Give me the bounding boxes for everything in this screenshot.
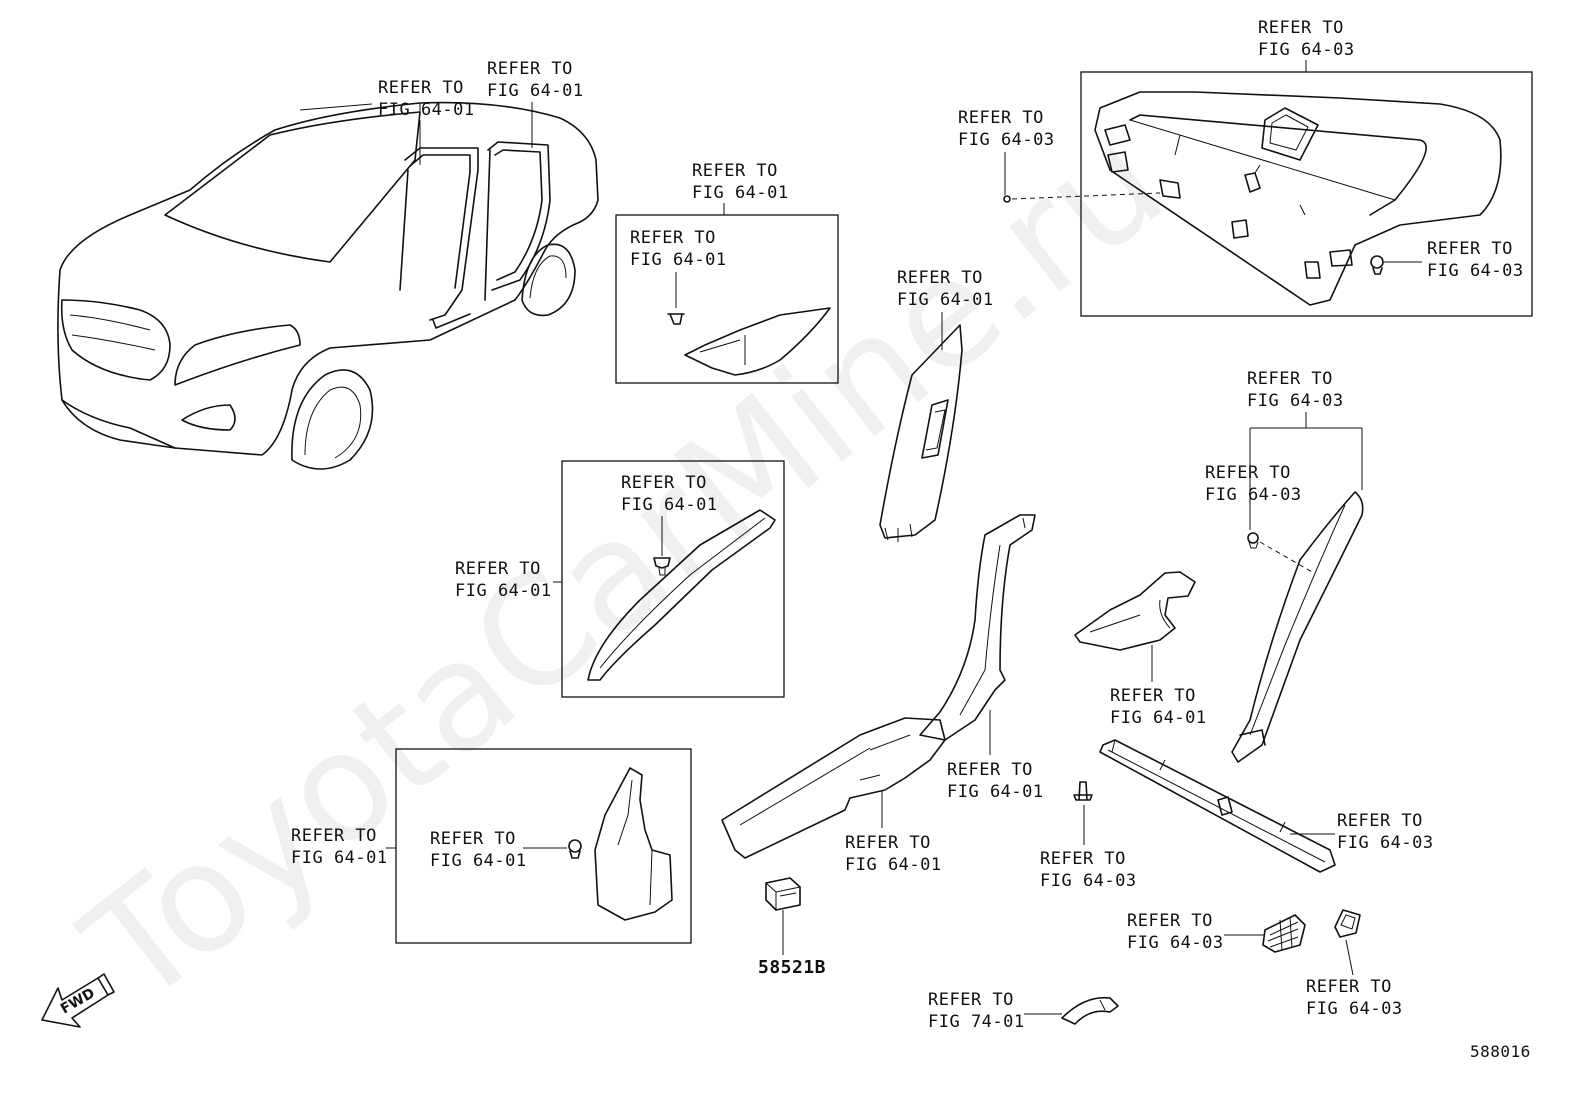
label-prefix: REFER TO <box>630 228 716 248</box>
label-car-a: REFER TO FIG 64-01 <box>378 78 475 120</box>
label-fig: FIG 64-03 <box>958 130 1055 150</box>
label-prefix: REFER TO <box>897 268 983 288</box>
label-front-scuff: REFER TO FIG 64-01 <box>845 833 942 875</box>
label-box2-in: REFER TO FIG 64-01 <box>621 473 718 515</box>
label-fig: FIG 64-01 <box>897 290 994 310</box>
label-prefix: REFER TO <box>947 760 1033 780</box>
detail-box-2 <box>561 460 785 698</box>
cowl-side-trim <box>594 767 673 921</box>
label-quarter-upper: REFER TO FIG 64-01 <box>1110 686 1207 728</box>
label-prefix: REFER TO <box>291 826 377 846</box>
c-pillar-garnish <box>1231 491 1364 763</box>
label-prefix: REFER TO <box>487 59 573 79</box>
label-box1-top: REFER TO FIG 64-01 <box>692 161 789 203</box>
label-box1-in: REFER TO FIG 64-01 <box>630 228 727 270</box>
part-58521b-clip <box>765 877 801 911</box>
label-bpillar-upper: REFER TO FIG 64-01 <box>897 268 994 310</box>
label-fig: FIG 64-01 <box>947 782 1044 802</box>
b-pillar-upper-garnish <box>879 324 963 542</box>
label-prefix: REFER TO <box>1247 369 1333 389</box>
label-fig: FIG 64-01 <box>692 183 789 203</box>
label-box2-left: REFER TO FIG 64-01 <box>455 559 552 601</box>
quarter-trim <box>1074 571 1196 651</box>
label-shelf-right: REFER TO FIG 64-03 <box>1427 239 1524 281</box>
label-grip: REFER TO FIG 74-01 <box>928 990 1025 1032</box>
label-fig: FIG 64-01 <box>487 81 584 101</box>
fwd-arrow-icon: FWD <box>41 973 115 1028</box>
label-prefix: REFER TO <box>1127 911 1213 931</box>
clip-2 <box>653 557 671 576</box>
label-shelf-left: REFER TO FIG 64-03 <box>958 108 1055 150</box>
label-prefix: REFER TO <box>378 78 464 98</box>
vent-grille-b <box>1334 909 1361 938</box>
label-cpillar-top: REFER TO FIG 64-03 <box>1247 369 1344 411</box>
garnish-part <box>684 307 831 376</box>
label-fig: FIG 64-03 <box>1205 485 1302 505</box>
label-fig: FIG 64-03 <box>1258 40 1355 60</box>
label-fig: FIG 64-03 <box>1306 999 1403 1019</box>
label-fig: FIG 64-01 <box>845 855 942 875</box>
detail-box-shelf <box>1080 71 1533 317</box>
label-rear-clip: REFER TO FIG 64-03 <box>1040 849 1137 891</box>
rear-scuff-plate <box>1099 739 1336 873</box>
label-prefix: REFER TO <box>845 833 931 853</box>
label-prefix: REFER TO <box>1258 18 1344 38</box>
label-fig: FIG 64-03 <box>1247 391 1344 411</box>
label-prefix: REFER TO <box>958 108 1044 128</box>
assist-grip <box>1061 996 1119 1025</box>
front-scuff-plate <box>721 717 946 859</box>
part-number: 58521B <box>758 957 826 978</box>
label-car-b: REFER TO FIG 64-01 <box>487 59 584 101</box>
label-prefix: REFER TO <box>1110 686 1196 706</box>
label-vent-b: REFER TO FIG 64-03 <box>1306 977 1403 1019</box>
label-fig: FIG 64-03 <box>1127 933 1224 953</box>
label-prefix: REFER TO <box>1205 463 1291 483</box>
label-rear-scuff: REFER TO FIG 64-03 <box>1337 811 1434 853</box>
b-pillar-lower-garnish <box>919 514 1036 741</box>
label-fig: FIG 64-01 <box>1110 708 1207 728</box>
label-cpillar-clip: REFER TO FIG 64-03 <box>1205 463 1302 505</box>
label-box3-left: REFER TO FIG 64-01 <box>291 826 388 868</box>
label-fig: FIG 64-01 <box>630 250 727 270</box>
label-fig: FIG 64-03 <box>1427 261 1524 281</box>
car-illustration <box>57 101 599 470</box>
label-prefix: REFER TO <box>455 559 541 579</box>
label-prefix: REFER TO <box>928 990 1014 1010</box>
figure-code: 588016 <box>1470 1042 1531 1061</box>
label-shelf-top: REFER TO FIG 64-03 <box>1258 18 1355 60</box>
clip-1 <box>667 313 685 325</box>
clip-rear <box>1073 781 1093 801</box>
label-bpillar-lower: REFER TO FIG 64-01 <box>947 760 1044 802</box>
clip-3 <box>568 839 582 859</box>
label-prefix: REFER TO <box>430 829 516 849</box>
clip-cpillar <box>1247 532 1259 549</box>
clip-shelf-left <box>1003 195 1011 203</box>
detail-box-1 <box>615 214 839 384</box>
label-prefix: REFER TO <box>692 161 778 181</box>
watermark: ToyotaCarMine.ru <box>54 94 1195 1038</box>
label-prefix: REFER TO <box>1337 811 1423 831</box>
label-prefix: REFER TO <box>1427 239 1513 259</box>
label-fig: FIG 64-01 <box>430 851 527 871</box>
label-fig: FIG 64-03 <box>1040 871 1137 891</box>
label-prefix: REFER TO <box>1306 977 1392 997</box>
detail-box-3 <box>395 748 692 944</box>
label-fig: FIG 74-01 <box>928 1012 1025 1032</box>
label-fig: FIG 64-01 <box>291 848 388 868</box>
label-prefix: REFER TO <box>1040 849 1126 869</box>
label-fig: FIG 64-01 <box>378 100 475 120</box>
clip-shelf-right <box>1370 255 1384 275</box>
label-fig: FIG 64-01 <box>621 495 718 515</box>
label-fig: FIG 64-03 <box>1337 833 1434 853</box>
label-prefix: REFER TO <box>621 473 707 493</box>
label-box3-in: REFER TO FIG 64-01 <box>430 829 527 871</box>
label-vent-a: REFER TO FIG 64-03 <box>1127 911 1224 953</box>
vent-grille-a <box>1262 914 1306 953</box>
package-tray-trim <box>1094 91 1502 306</box>
a-pillar-garnish <box>587 509 776 681</box>
label-fig: FIG 64-01 <box>455 581 552 601</box>
